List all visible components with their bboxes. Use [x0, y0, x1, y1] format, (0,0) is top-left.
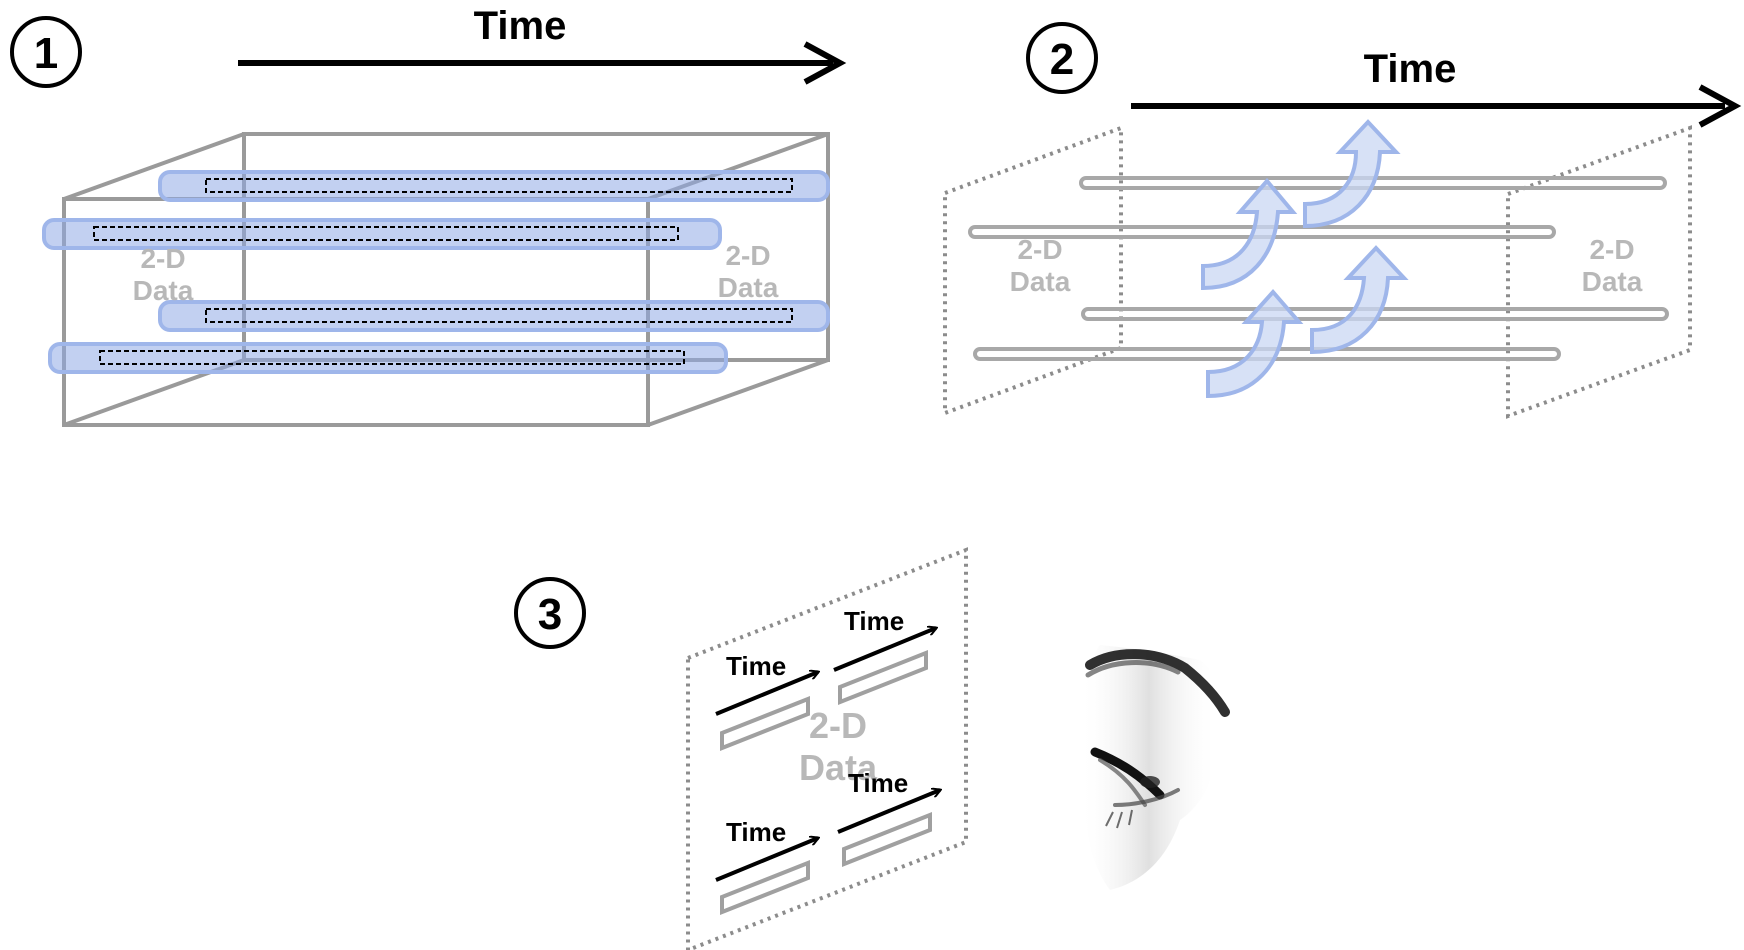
- panel-3: 3 2-D Data Time Time Time Time: [514, 547, 1230, 950]
- time-arrow: Time: [1131, 47, 1742, 128]
- plane-label-line: 2-D: [809, 705, 867, 746]
- panel-number: 1: [34, 29, 58, 78]
- time-arrow: Time: [238, 4, 847, 85]
- mini-series: Time: [715, 817, 818, 915]
- time-label: Time: [726, 817, 786, 847]
- time-label: Time: [844, 606, 904, 636]
- panel-number-badge: 3: [514, 577, 586, 649]
- panel-number: 2: [1050, 35, 1074, 84]
- transition-arrows: [1201, 119, 1409, 399]
- time-label: Time: [726, 651, 786, 681]
- panel-number: 3: [538, 590, 562, 639]
- time-label: Time: [474, 4, 567, 48]
- face-label-line: 2-D: [140, 243, 185, 274]
- mini-series: Time: [837, 768, 940, 867]
- panel-number-badge: 2: [1026, 22, 1098, 94]
- face-label-line: 2-D: [1017, 234, 1062, 265]
- mini-series: Time: [715, 651, 818, 751]
- time-series-strips: [42, 170, 830, 374]
- time-label: Time: [1364, 47, 1457, 91]
- strip: [48, 342, 728, 374]
- panel-number-badge: 1: [10, 16, 82, 88]
- face-label-line: Data: [1010, 266, 1071, 297]
- mini-series: Time: [833, 606, 936, 705]
- plane-label-line: Data: [799, 747, 878, 788]
- data-plane: [686, 547, 968, 950]
- face-label-line: Data: [1582, 266, 1643, 297]
- strip: [158, 170, 830, 202]
- time-label: Time: [848, 768, 908, 798]
- face-label-line: 2-D: [1589, 234, 1634, 265]
- curved-arrow-icon: [1303, 119, 1401, 229]
- face-label-line: Data: [133, 275, 194, 306]
- curved-arrow-icon: [1310, 245, 1409, 355]
- face-label-line: 2-D: [725, 240, 770, 271]
- panel-2: 2 Time 2-D Data 2-D Data: [943, 22, 1742, 419]
- panel-1: 1 Time: [10, 4, 847, 427]
- eye-icon: [1079, 645, 1230, 890]
- face-label-line: Data: [718, 272, 779, 303]
- strip: [42, 218, 722, 250]
- curved-arrow-icon: [1206, 288, 1304, 399]
- data-plane: [1506, 125, 1692, 419]
- strip: [158, 300, 830, 332]
- curved-arrow-icon: [1201, 177, 1298, 291]
